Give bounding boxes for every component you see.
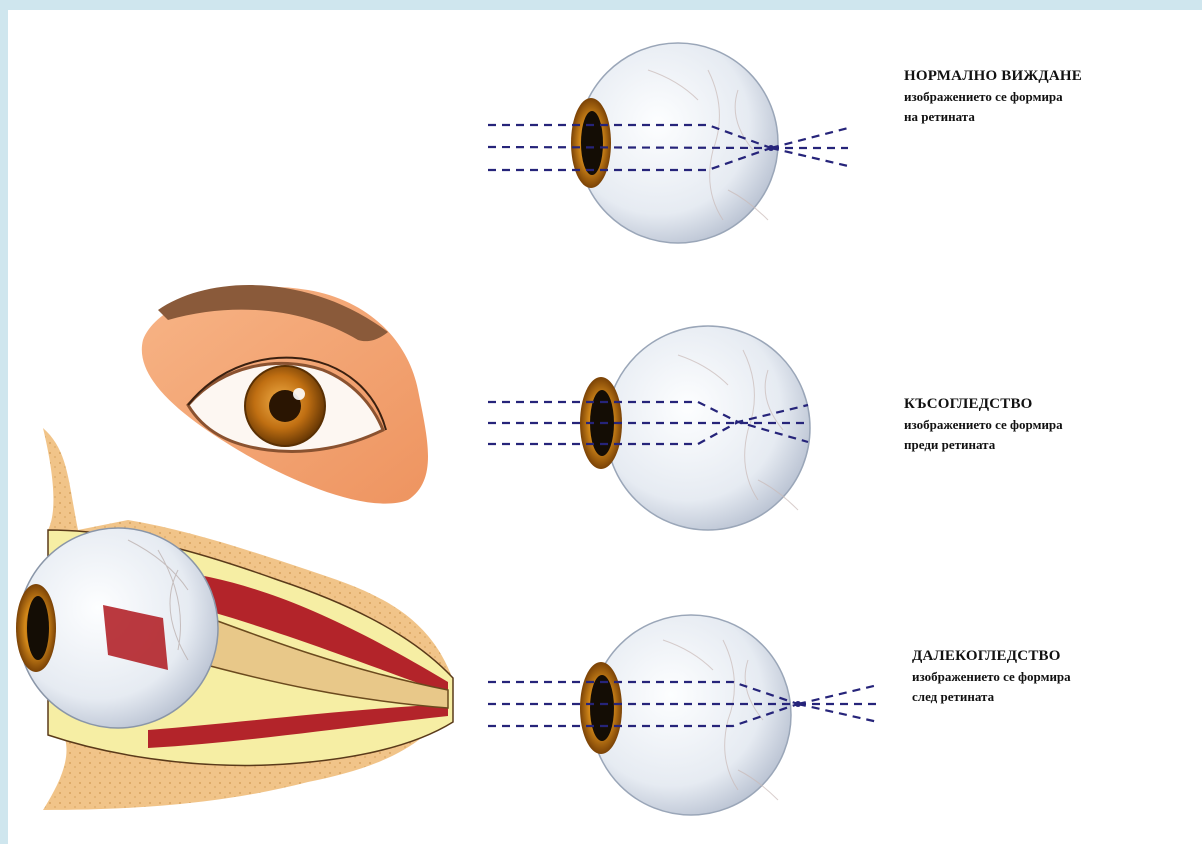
hyperopia-line1: изображението се формира xyxy=(912,669,1071,685)
myopia-eye-icon xyxy=(488,326,810,530)
normal-eye-icon xyxy=(488,43,848,243)
myopia-line2: преди ретината xyxy=(904,437,1063,453)
diagram-canvas: НОРМАЛНО ВИЖДАНЕ изображението се формир… xyxy=(8,10,1202,844)
myopia-title: КЪСОГЛЕДСТВО xyxy=(904,396,1063,413)
hyperopia-label: ДАЛЕКОГЛЕДСТВО изображението се формира … xyxy=(912,648,1071,705)
hyperopia-title: ДАЛЕКОГЛЕДСТВО xyxy=(912,648,1071,665)
myopia-label: КЪСОГЛЕДСТВО изображението се формира пр… xyxy=(904,396,1063,453)
normal-vision-line2: на ретината xyxy=(904,109,1082,125)
hyperopia-line2: след ретината xyxy=(912,689,1071,705)
normal-vision-line1: изображението се формира xyxy=(904,89,1082,105)
myopia-line1: изображението се формира xyxy=(904,417,1063,433)
normal-vision-label: НОРМАЛНО ВИЖДАНЕ изображението се формир… xyxy=(904,68,1082,125)
face-eye-icon xyxy=(142,285,428,504)
hyperopia-eye-icon xyxy=(488,615,878,815)
normal-vision-title: НОРМАЛНО ВИЖДАНЕ xyxy=(904,68,1082,85)
